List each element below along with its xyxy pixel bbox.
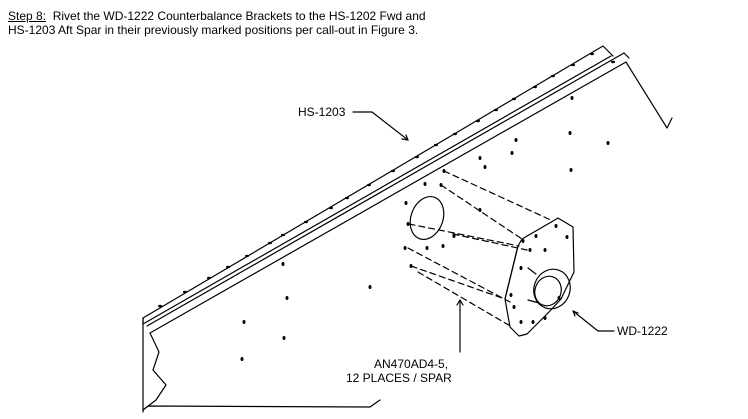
spar-web-lightening-hole <box>409 196 445 240</box>
leader-lines <box>352 111 615 353</box>
callout-wd-1222: WD-1222 <box>617 324 668 338</box>
rivet-alignment-lines <box>407 170 554 328</box>
bracket-wd-1222 <box>504 217 575 337</box>
callout-hs-1203: HS-1203 <box>298 105 346 119</box>
instruction-text: Step 8: Rivet the WD-1222 Counterbalance… <box>8 9 708 37</box>
instruction-line-1: Step 8: Rivet the WD-1222 Counterbalance… <box>8 9 708 23</box>
instruction-line-1-text: Rivet the WD-1222 Counterbalance Bracket… <box>52 9 426 23</box>
spar-flange-holes <box>158 52 615 308</box>
spar-outline <box>142 45 673 413</box>
spar-web-holes <box>240 96 610 361</box>
step-label: Step 8: <box>8 9 47 23</box>
callout-rivet-count: 12 PLACES / SPAR <box>346 371 452 385</box>
instruction-line-2: HS-1203 Aft Spar in their previously mar… <box>8 23 419 37</box>
callout-rivet-spec: AN470AD4-5, <box>374 357 448 371</box>
bracket-holes <box>509 224 569 324</box>
